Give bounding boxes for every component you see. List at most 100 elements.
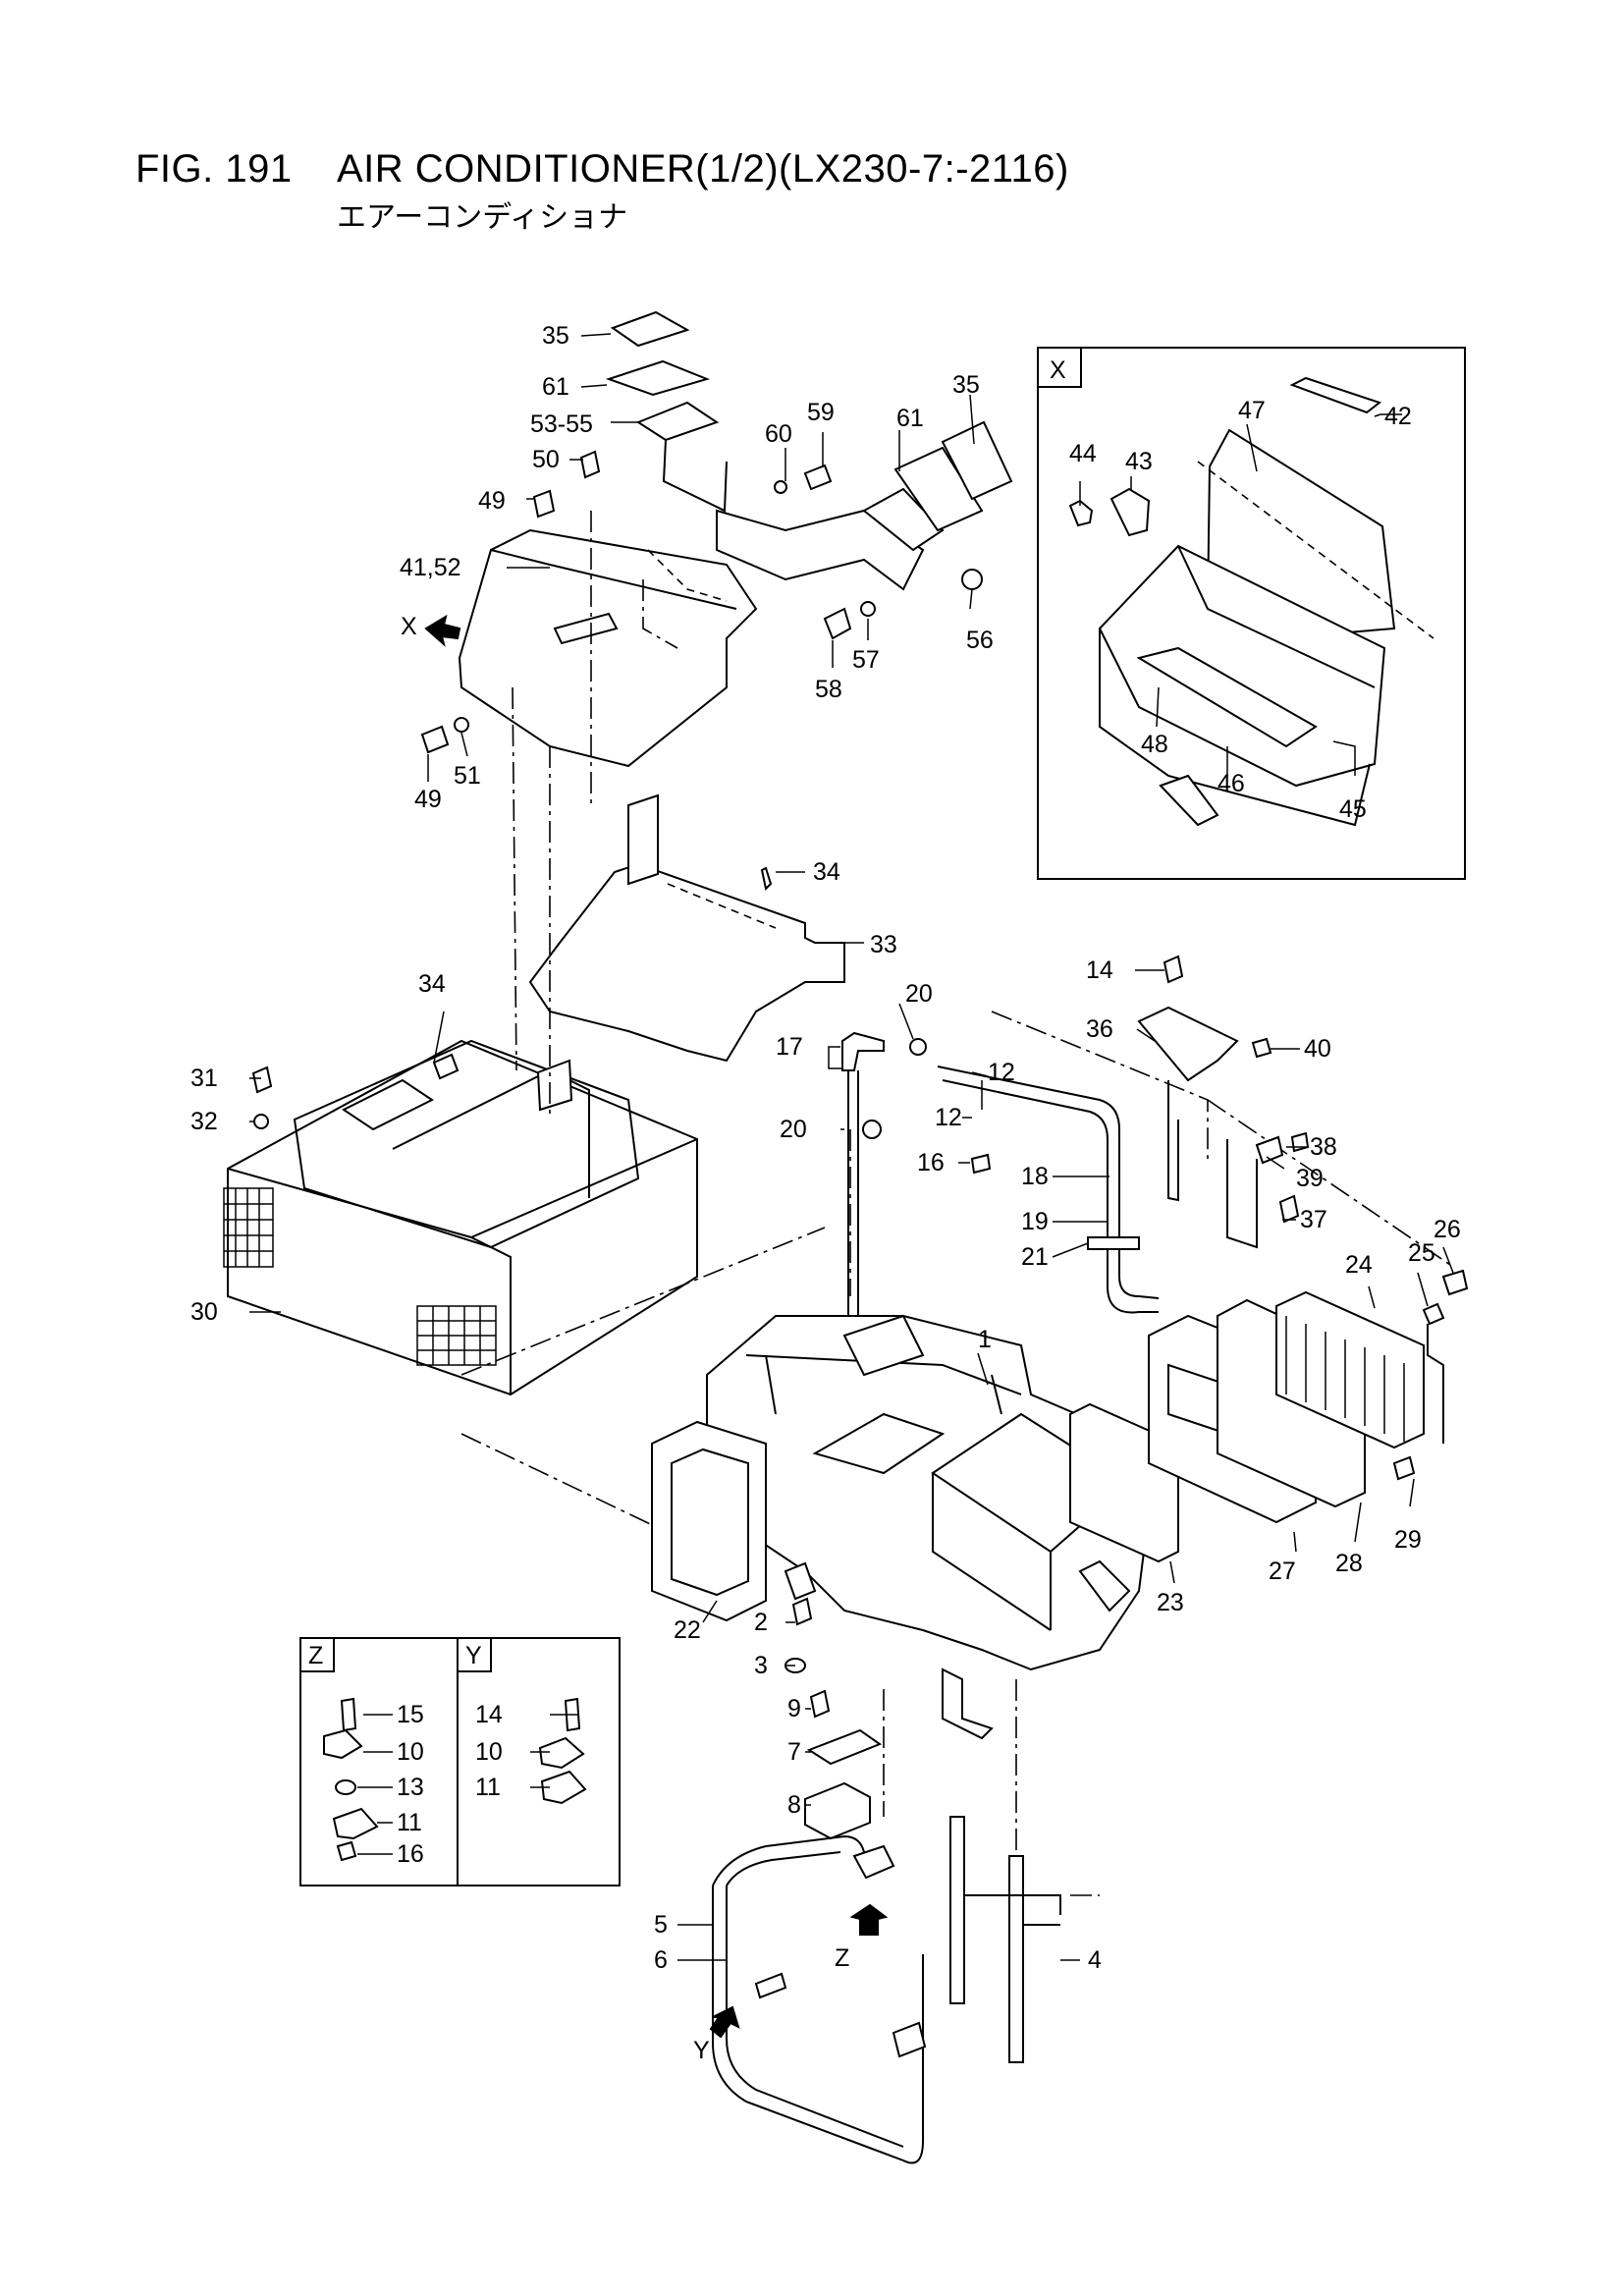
- label-47: 47: [1238, 397, 1266, 424]
- base-box-inner: [293, 1039, 640, 1249]
- label-40: 40: [1304, 1035, 1331, 1063]
- clamp-20-upper: [909, 1038, 927, 1056]
- pipe-18-19: [937, 1066, 1120, 1237]
- vent-grid-front: [416, 1305, 497, 1366]
- label-8: 8: [787, 1791, 801, 1819]
- figure-title: AIR CONDITIONER(1/2)(LX230-7:-2116): [337, 147, 1069, 191]
- label-26: 26: [1434, 1216, 1461, 1243]
- grommet-56: [961, 569, 983, 590]
- screw-26: [1441, 1269, 1469, 1296]
- label-17: 17: [776, 1033, 803, 1061]
- bracket-36: [1137, 955, 1310, 1249]
- pipe-fitting-bottom: [892, 2021, 927, 2058]
- z-label-10: 10: [397, 1738, 424, 1766]
- label-31: 31: [190, 1065, 218, 1092]
- label-14: 14: [1086, 957, 1113, 984]
- plate-7: [806, 1728, 883, 1766]
- view-arrow-x: [424, 614, 461, 647]
- label-50: 50: [532, 446, 560, 473]
- inset-x: X 47 42 44 43 48 46 45: [1037, 347, 1466, 880]
- clamp-21: [1087, 1236, 1140, 1250]
- label-3: 3: [754, 1652, 768, 1679]
- bracket-small: [536, 1059, 573, 1112]
- label-42: 42: [1384, 403, 1412, 430]
- inset-y-tag: [457, 1637, 492, 1672]
- label-56: 56: [966, 627, 994, 654]
- label-20-upper: 20: [905, 980, 933, 1008]
- cover-41-52: [420, 450, 758, 768]
- bolt-59: [803, 464, 833, 491]
- duct-body: [716, 509, 925, 591]
- figure-subtitle-japanese: エアーコンディショナ: [337, 200, 628, 235]
- label-12-upper: 12: [988, 1059, 1015, 1086]
- label-51: 51: [454, 762, 481, 790]
- bolt-49-upper: [532, 489, 556, 519]
- inset-z-tag: [299, 1637, 335, 1672]
- clip-25: [1422, 1302, 1445, 1326]
- label-36: 36: [1086, 1015, 1113, 1043]
- label-41-52: 41,52: [400, 554, 461, 581]
- top-duct-assembly: [605, 310, 1013, 640]
- label-60: 60: [765, 420, 792, 448]
- label-29: 29: [1394, 1526, 1422, 1554]
- bolt-50: [579, 450, 601, 479]
- bolt-49-lower: [420, 725, 450, 754]
- inset-x-part-42: [1289, 376, 1382, 414]
- view-arrow-x-label: X: [401, 613, 417, 640]
- figure-header: FIG. 191 AIR CONDITIONER(1/2)(LX230-7:-21…: [135, 147, 1069, 191]
- view-arrow-y: [709, 2005, 740, 2039]
- bolt-2: [791, 1597, 813, 1626]
- lower-fasteners: [784, 1597, 883, 1840]
- duct-outlet-61: [862, 487, 945, 552]
- label-59: 59: [807, 399, 835, 426]
- bolt-14: [1163, 955, 1184, 984]
- label-34-left: 34: [418, 970, 446, 998]
- block-8: [804, 1781, 871, 1840]
- drain-hose-b: [1008, 1855, 1024, 2063]
- filter-24: [1275, 1290, 1425, 1449]
- clamp-20-lower: [862, 1120, 882, 1139]
- plate-33: [528, 793, 845, 1063]
- cover-slot: [553, 612, 619, 645]
- inset-z-y: Z Y 15 10 13 11 16 14 10 11: [299, 1637, 621, 1886]
- label-5: 5: [654, 1911, 668, 1939]
- z-label-16: 16: [397, 1840, 424, 1868]
- base-box-30: [223, 1039, 698, 1396]
- pipe-5: [712, 1886, 924, 2164]
- label-16: 16: [917, 1149, 945, 1176]
- figure-number: FIG. 191: [135, 147, 293, 191]
- pipes-12-21: [841, 1031, 1160, 1336]
- label-44: 44: [1069, 440, 1097, 467]
- z-clamp-11: [332, 1807, 379, 1840]
- bolt-34-top: [760, 866, 773, 892]
- label-18: 18: [1021, 1163, 1049, 1190]
- bolt-34-left: [432, 1053, 460, 1080]
- gasket-22: [651, 1420, 767, 1622]
- label-58: 58: [815, 676, 842, 703]
- vent-grid-left: [223, 1187, 274, 1268]
- label-37: 37: [1300, 1206, 1327, 1233]
- washer-57: [860, 601, 876, 617]
- base-box-outline: [227, 1039, 698, 1396]
- z-bolt-15: [340, 1697, 357, 1732]
- label-25: 25: [1408, 1239, 1435, 1267]
- label-21: 21: [1021, 1243, 1049, 1271]
- inset-x-part-44: [1068, 499, 1094, 527]
- label-53-55: 53-55: [530, 410, 593, 438]
- z-washer-13: [335, 1779, 356, 1795]
- drain-hoses-4: [949, 1816, 1061, 2063]
- y-label-11: 11: [475, 1774, 501, 1801]
- washer-51: [454, 717, 469, 733]
- filter-61-right: [893, 446, 984, 532]
- label-48: 48: [1141, 731, 1168, 758]
- label-28: 28: [1335, 1550, 1363, 1577]
- label-61-right: 61: [896, 405, 924, 432]
- nut-40: [1251, 1037, 1272, 1059]
- bolt-9: [809, 1689, 831, 1719]
- label-4: 4: [1088, 1946, 1102, 1974]
- z-nut-16: [336, 1840, 357, 1862]
- label-12-lower: 12: [935, 1104, 962, 1131]
- y-clamp-11: [540, 1770, 587, 1805]
